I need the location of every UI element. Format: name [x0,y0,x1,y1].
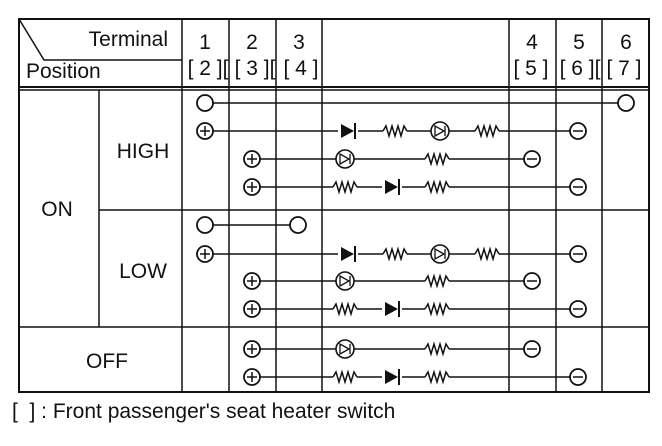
terminal-minus-icon [523,340,541,358]
terminal-alt: [ 3 ][ [235,57,276,80]
terminal-plus-icon [243,178,261,196]
terminal-plus-icon [196,245,214,263]
terminal-minus-icon [569,122,587,140]
terminal-plus-icon [243,368,261,386]
footnote: [ ] : Front passenger's seat heater swit… [12,400,396,423]
indicator-led-icon [430,244,450,264]
terminal-header-6: 6 [ 7 ] [606,31,641,80]
resistor-icon [332,179,358,195]
terminal-open-icon [617,94,635,112]
resistor-icon [332,301,358,317]
terminal-alt: [ 2 ][ [188,57,229,80]
terminal-number: 2 [246,31,258,54]
terminal-plus-icon [243,300,261,318]
terminal-open-icon [289,216,307,234]
resistor-icon [424,179,450,195]
indicator-led-icon [335,149,355,169]
position-on-label: ON [41,198,73,221]
position-low-label: LOW [119,260,167,283]
terminal-plus-icon [243,150,261,168]
terminal-alt: [ 5 ] [513,57,548,80]
terminal-number: 3 [293,31,305,54]
header-diagonal [18,18,182,61]
resistor-icon [424,273,450,289]
terminal-plus-icon [196,122,214,140]
diode-icon [382,301,402,317]
position-label: Position [26,60,101,83]
terminal-header-2: 2 [ 3 ][ [235,31,276,80]
terminal-minus-icon [523,272,541,290]
terminal-plus-icon [243,272,261,290]
terminal-alt: [ 4 ] [283,57,318,80]
circuit-lines [196,94,635,386]
diode-icon [338,123,358,139]
resistor-icon [424,151,450,167]
resistor-icon [382,123,408,139]
resistor-icon [474,246,500,262]
position-high-label: HIGH [117,140,170,163]
terminal-label: Terminal [89,28,168,51]
terminal-minus-icon [569,245,587,263]
terminal-header-3: 3 [ 4 ] [283,31,318,80]
terminal-open-icon [196,94,214,112]
terminal-minus-icon [569,300,587,318]
terminal-alt: [ 6 ][ [560,57,601,80]
terminal-open-icon [196,216,214,234]
diode-icon [338,246,358,262]
terminal-connection-diagram: Terminal Position 1 [ 2 ][ 2 [ 3 ][ 3 [ … [18,18,650,393]
indicator-led-icon [335,271,355,291]
terminal-number: 4 [526,31,538,54]
terminal-header-1: 1 [ 2 ][ [188,31,229,80]
indicator-led-icon [430,121,450,141]
resistor-icon [424,341,450,357]
resistor-icon [382,246,408,262]
diode-icon [382,179,402,195]
terminal-minus-icon [523,150,541,168]
terminal-minus-icon [569,178,587,196]
terminal-plus-icon [243,340,261,358]
terminal-alt: [ 7 ] [606,57,641,80]
terminal-header-4: 4 [ 5 ] [513,31,548,80]
table-grid [18,18,650,393]
indicator-led-icon [335,339,355,359]
terminal-number: 6 [620,31,632,54]
resistor-icon [474,123,500,139]
terminal-header-5: 5 [ 6 ][ [560,31,601,80]
terminal-number: 1 [199,31,211,54]
resistor-icon [424,301,450,317]
terminal-minus-icon [569,368,587,386]
terminal-number: 5 [573,31,585,54]
position-off-label: OFF [86,350,128,373]
resistor-icon [332,369,358,385]
resistor-icon [424,369,450,385]
diode-icon [382,369,402,385]
